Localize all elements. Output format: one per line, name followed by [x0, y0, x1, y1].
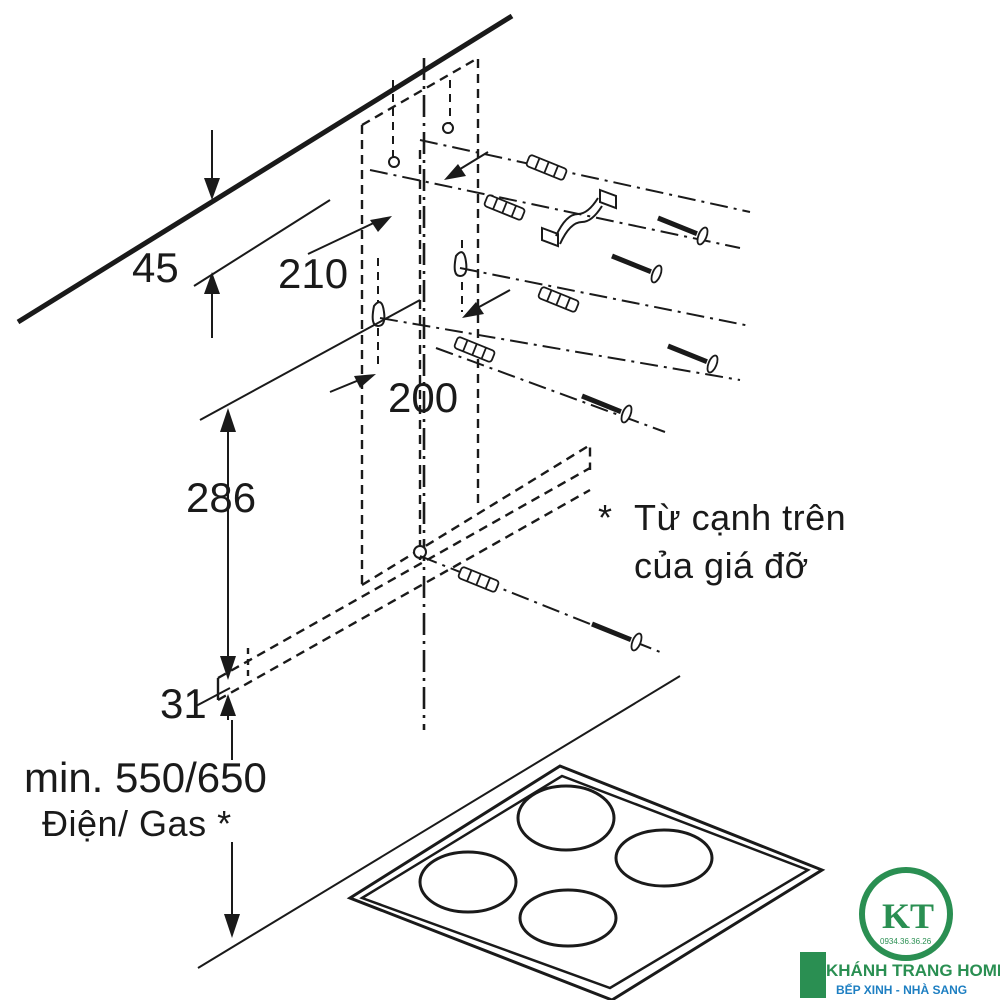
dim-label-200: 200 [388, 374, 458, 421]
logo-mark [800, 952, 826, 998]
min-height-type-label: Điện/ Gas * [42, 803, 232, 844]
screw [581, 215, 719, 652]
ceiling-line [16, 13, 514, 325]
burner [516, 784, 616, 852]
burner [614, 828, 714, 888]
brand-logo: KT 0934.36.36.26 KHÁNH TRANG HOME BẾP XI… [800, 867, 1000, 998]
logo-tagline: BẾP XINH - NHÀ SANG [836, 982, 967, 997]
logo-ring [859, 867, 953, 961]
min-height-label: min. 550/650 [24, 754, 267, 801]
burner [518, 888, 618, 948]
dimension-45 [193, 130, 331, 338]
dimension-31 [195, 687, 236, 720]
dim-label-45: 45 [132, 244, 179, 291]
logo-name: KHÁNH TRANG HOME [826, 961, 1000, 980]
dim-label-31: 31 [160, 680, 207, 727]
dim-label-286: 286 [186, 474, 256, 521]
dimension-210 [307, 151, 489, 255]
burner [418, 850, 518, 914]
dim-label-210: 210 [278, 250, 348, 297]
chimney-bracket [541, 188, 617, 248]
dimension-286 [199, 299, 421, 680]
dimension-200 [329, 289, 511, 393]
note-line-1: Từ cạnh trên [634, 497, 846, 538]
note-marker: * [598, 497, 613, 538]
wall-plug [453, 154, 580, 593]
mounting-plate-outline [360, 55, 592, 587]
cooktop [346, 764, 826, 1000]
note-line-2: của giá đỡ [634, 545, 809, 586]
dimension-min-clearance [197, 675, 681, 969]
support-rail [216, 466, 591, 702]
logo-monogram: KT [882, 896, 934, 936]
logo-phone: 0934.36.36.26 [880, 937, 932, 946]
